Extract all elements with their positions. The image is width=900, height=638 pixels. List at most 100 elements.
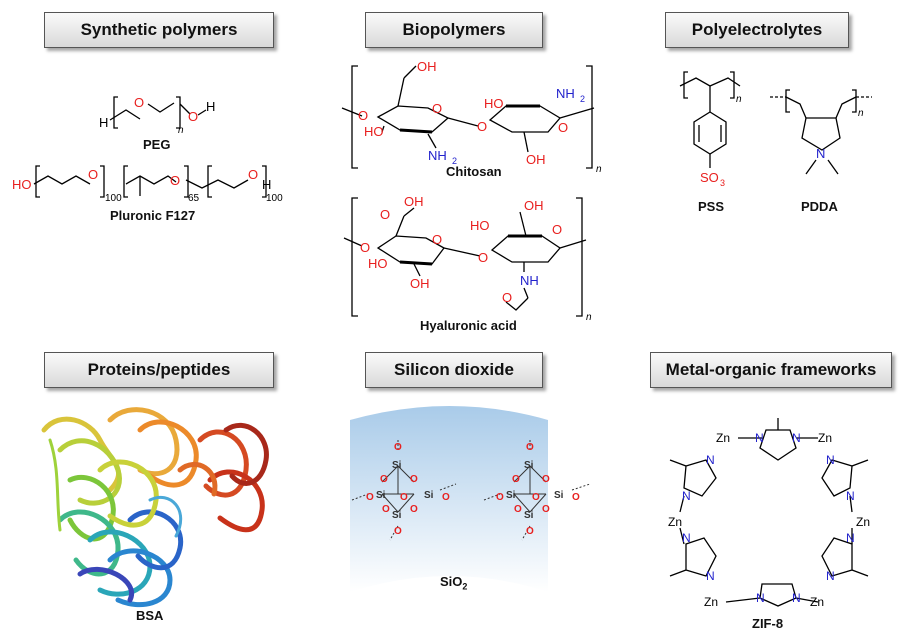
chitosan-nh2-bottom: NH: [428, 148, 447, 163]
si-l4: Si: [392, 510, 402, 521]
n-1: N: [755, 431, 764, 445]
label-pdda: PDDA: [801, 199, 838, 214]
silica-o-7: O: [382, 504, 390, 515]
si-l3: Si: [424, 490, 434, 501]
silica-cluster-right: [483, 440, 591, 541]
si-r1: Si: [524, 460, 534, 471]
zif8-atoms: Zn Zn Zn Zn Zn Zn N N N N N N N N N N N …: [668, 431, 870, 609]
label-chitosan: Chitosan: [446, 164, 502, 179]
silica-o-6: O: [442, 492, 450, 503]
pss-so3-sub: 3: [720, 178, 725, 188]
zn-2: Zn: [818, 431, 832, 445]
hyaluronic-n: n: [586, 312, 592, 323]
silica-o-11: O: [512, 474, 520, 485]
silica-o-5: O: [400, 492, 408, 503]
ha-ring-o1: O: [432, 232, 442, 247]
ha-cooh-oh: OH: [404, 194, 424, 209]
peg-h-left: H: [99, 115, 108, 130]
silica-o-16: O: [514, 504, 522, 515]
n-9: N: [846, 531, 855, 545]
label-zif8: ZIF-8: [752, 616, 784, 631]
ha-link-o1: O: [360, 240, 370, 255]
n-8: N: [706, 569, 715, 583]
chitosan-oh-top: OH: [417, 59, 437, 74]
pluronic-ho: HO: [12, 177, 32, 192]
header-biopolymers: Biopolymers: [365, 12, 543, 48]
label-sio2: SiO2: [440, 574, 467, 592]
silica-o-12: O: [542, 474, 550, 485]
ha-oh-top: OH: [524, 198, 544, 213]
n-7: N: [682, 531, 691, 545]
bsa-protein-structure: [41, 407, 269, 608]
silica-o-4: O: [366, 492, 374, 503]
n-12: N: [792, 591, 801, 605]
ha-nh: NH: [520, 273, 539, 288]
pdda-n: n: [858, 108, 864, 119]
chitosan-ring-o2: O: [558, 120, 568, 135]
ha-oh1: OH: [410, 276, 430, 291]
si-l2: Si: [376, 490, 386, 501]
chitosan-structure: n OH O O HO NH 2 O HO NH 2 O OH: [341, 59, 602, 175]
ha-carbonyl-o: O: [380, 207, 390, 222]
chitosan-nh2-top-sub: 2: [580, 94, 585, 104]
chitosan-nh2-top: NH: [556, 86, 575, 101]
ha-link-o2: O: [478, 250, 488, 265]
si-r4: Si: [524, 510, 534, 521]
ha-ring-o2: O: [552, 222, 562, 237]
header-synthetic-polymers: Synthetic polymers: [44, 12, 274, 48]
pdda-structure: n N: [770, 89, 872, 175]
silica-o-15: O: [572, 492, 580, 503]
label-pss: PSS: [698, 199, 725, 214]
chitosan-ho: HO: [364, 124, 384, 139]
pluronic-sub-100a: 100: [105, 193, 122, 204]
peg-n: n: [178, 125, 184, 136]
ha-amide-o: O: [502, 290, 512, 305]
pluronic-structure: HO O 100 O 65 O 100 H: [12, 165, 283, 204]
label-hyaluronic-acid: Hyaluronic acid: [420, 318, 517, 333]
label-sio2-main: SiO: [440, 574, 463, 589]
chitosan-link-o2: O: [477, 119, 487, 134]
chitosan-ho2: HO: [484, 96, 504, 111]
silica-o-9: O: [394, 526, 402, 537]
silica-o-17: O: [542, 504, 550, 515]
n-3: N: [706, 453, 715, 467]
silica-structure: Si Si Si Si Si Si Si Si O O O O O O O O …: [350, 406, 591, 592]
chitosan-nh2-sub: 2: [452, 156, 457, 166]
si-r3: Si: [554, 490, 564, 501]
pluronic-h: H: [262, 177, 271, 192]
peg-terminal-o: O: [188, 109, 198, 124]
silica-o-3: O: [410, 474, 418, 485]
pss-n: n: [736, 94, 742, 105]
label-sio2-sub: 2: [462, 581, 468, 592]
zn-1: Zn: [716, 431, 730, 445]
header-metal-organic-frameworks: Metal-organic frameworks: [650, 352, 892, 388]
pluronic-sub-100b: 100: [266, 193, 283, 204]
peg-structure: H O n O H: [99, 95, 215, 136]
peg-h-right: H: [206, 99, 215, 114]
chitosan-link-o1: O: [358, 108, 368, 123]
silica-o-2: O: [380, 474, 388, 485]
header-proteins-peptides: Proteins/peptides: [44, 352, 274, 388]
header-polyelectrolytes: Polyelectrolytes: [665, 12, 849, 48]
pdda-n-plus: N: [816, 146, 825, 161]
silica-o-1: O: [394, 442, 402, 453]
n-10: N: [826, 569, 835, 583]
header-silicon-dioxide: Silicon dioxide: [365, 352, 543, 388]
si-l1: Si: [392, 460, 402, 471]
silica-o-13: O: [496, 492, 504, 503]
zn-4: Zn: [856, 515, 870, 529]
silica-o-10: O: [526, 442, 534, 453]
chitosan-ring-o1: O: [432, 101, 442, 116]
pss-so3: SO: [700, 170, 719, 185]
pluronic-o2: O: [170, 173, 180, 188]
silica-o-18: O: [526, 526, 534, 537]
zn-5: Zn: [704, 595, 718, 609]
n-6: N: [846, 489, 855, 503]
chitosan-oh-bottom: OH: [526, 152, 546, 167]
n-5: N: [826, 453, 835, 467]
silica-cluster-left: [351, 440, 457, 541]
pss-structure: n SO 3: [679, 71, 742, 188]
silica-o-8: O: [410, 504, 418, 515]
label-bsa: BSA: [136, 608, 164, 623]
pluronic-o1: O: [88, 167, 98, 182]
